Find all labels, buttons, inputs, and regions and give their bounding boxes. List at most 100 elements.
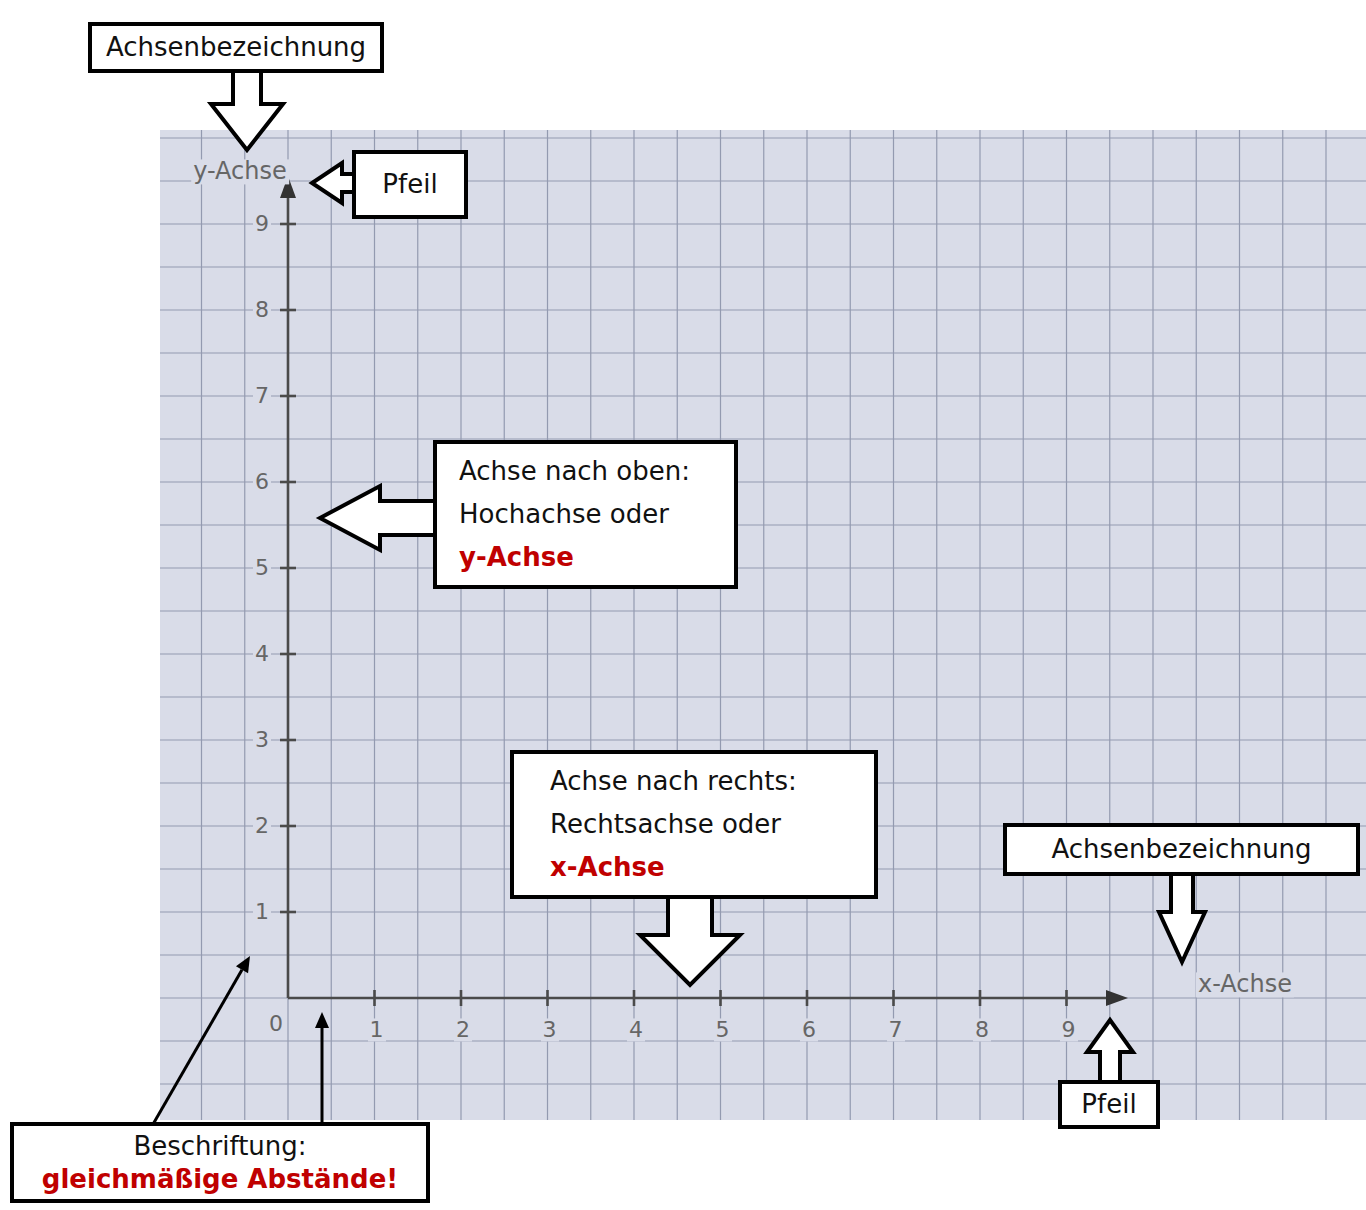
x-axis-number: 2 [454, 1018, 472, 1041]
x-axis-number: 1 [368, 1018, 386, 1041]
callout-box: Achse nach oben: Hochachse odery-Achse [433, 440, 738, 589]
grid-line [287, 130, 288, 1120]
callout-text: Achsenbezeichnung [1017, 833, 1346, 866]
grid-line [720, 130, 721, 1120]
grid-line [1152, 130, 1153, 1120]
grid-line [893, 130, 894, 1120]
grid-line [850, 130, 851, 1120]
grid-line [160, 997, 1366, 998]
grid-line [160, 696, 1366, 697]
callout-arrow [1159, 866, 1205, 962]
grid-line [160, 1040, 1366, 1041]
grid-line [936, 130, 937, 1120]
x-tick [546, 990, 549, 1006]
y-tick [280, 223, 296, 226]
callout-box: Achse nach rechts: Rechtsachse oderx-Ach… [510, 750, 878, 899]
x-axis-line [288, 997, 1110, 1000]
grid-line [1066, 130, 1067, 1120]
grid-line [160, 481, 1366, 482]
highlight-text: y-Achse [459, 536, 712, 579]
y-tick [280, 653, 296, 656]
x-axis-number: 6 [800, 1018, 818, 1041]
grid-line [547, 130, 548, 1120]
highlight-text: gleichmäßige Abstände! [24, 1163, 416, 1196]
graph-paper [160, 130, 1366, 1120]
callout-arrow [640, 890, 740, 985]
x-tick [633, 990, 636, 1006]
y-axis-number: 3 [253, 728, 271, 751]
y-axis-number: 7 [253, 384, 271, 407]
grid-line [590, 130, 591, 1120]
y-axis-number: 6 [253, 470, 271, 493]
x-axis-arrowhead [1106, 990, 1128, 1006]
x-tick [719, 990, 722, 1006]
x-tick [373, 990, 376, 1006]
y-axis-number: 5 [253, 556, 271, 579]
grid-line [160, 567, 1366, 568]
grid-line [160, 266, 1366, 267]
y-tick [280, 309, 296, 312]
y-tick [280, 825, 296, 828]
callout-text: Beschriftung: [24, 1130, 416, 1163]
x-axis-number: 5 [714, 1018, 732, 1041]
axis-name: x-Achse [1196, 972, 1294, 997]
y-tick [280, 481, 296, 484]
callout-box: Achsenbezeichnung [1003, 823, 1360, 876]
callout-box: Pfeil [1058, 1080, 1160, 1129]
x-tick [979, 990, 982, 1006]
x-axis-number: 7 [887, 1018, 905, 1041]
y-axis-line [287, 194, 290, 998]
x-tick [806, 990, 809, 1006]
highlight-text: x-Achse [550, 846, 838, 889]
y-axis-number: 8 [253, 298, 271, 321]
grid-line [160, 653, 1366, 654]
grid-line [1109, 130, 1110, 1120]
x-axis-number: 9 [1060, 1018, 1078, 1041]
grid-line [160, 610, 1366, 611]
grid-line [160, 137, 1366, 138]
y-tick [280, 911, 296, 914]
grid-line [763, 130, 764, 1120]
callout-box: Beschriftung:gleichmäßige Abstände! [10, 1122, 430, 1203]
grid-line [633, 130, 634, 1120]
callout-text: Achsenbezeichnung [102, 31, 370, 64]
x-axis-number: 4 [627, 1018, 645, 1041]
x-axis-number: 8 [973, 1018, 991, 1041]
grid-line [160, 739, 1366, 740]
grid-line [160, 1083, 1366, 1084]
grid-line [504, 130, 505, 1120]
grid-line [1023, 130, 1024, 1120]
y-axis-number: 2 [253, 814, 271, 837]
callout-box: Achsenbezeichnung [88, 22, 384, 73]
callout-box: Pfeil [352, 150, 468, 219]
leader-line [152, 970, 242, 1126]
y-axis-number: 4 [253, 642, 271, 665]
grid-line [806, 130, 807, 1120]
leader-arrowhead [236, 956, 250, 973]
callout-text: Achse nach rechts: Rechtsachse oder [550, 760, 838, 846]
axes [280, 194, 1110, 1006]
callout-text: Pfeil [1070, 1088, 1148, 1121]
y-tick [280, 567, 296, 570]
callout-arrow [211, 60, 283, 150]
x-axis-number: 0 [267, 1012, 285, 1035]
grid-line [160, 438, 1366, 439]
leader-line [321, 1028, 324, 1126]
x-tick [460, 990, 463, 1006]
grid-line [979, 130, 980, 1120]
callout-text: Pfeil [366, 168, 454, 201]
axis-name: y-Achse [191, 159, 289, 184]
callout-arrow [320, 486, 442, 550]
grid-line [160, 395, 1366, 396]
grid-lines [160, 130, 1366, 1120]
leader-arrowhead [315, 1012, 329, 1028]
y-axis-number: 9 [253, 212, 271, 235]
grid-line [331, 130, 332, 1120]
grid-line [201, 130, 202, 1120]
y-tick [280, 739, 296, 742]
grid-line [460, 130, 461, 1120]
y-tick [280, 395, 296, 398]
x-axis-number: 3 [541, 1018, 559, 1041]
grid-line [160, 223, 1366, 224]
